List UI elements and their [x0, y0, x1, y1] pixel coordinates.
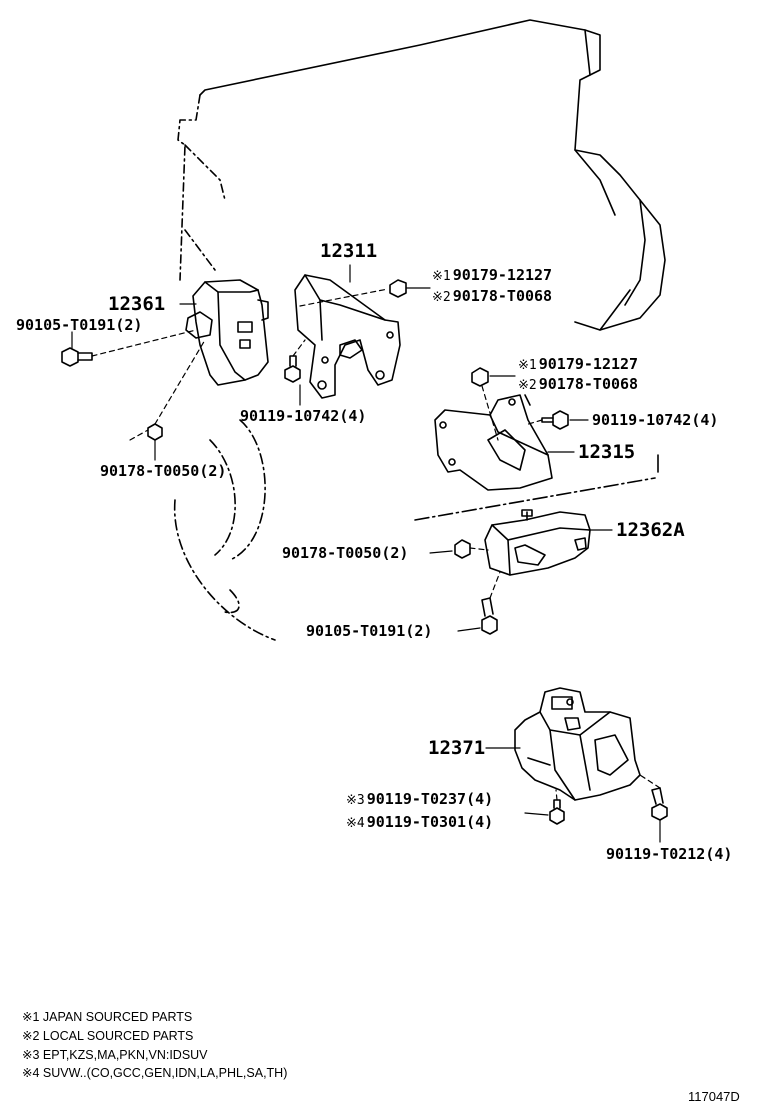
part-label-12361: 12361 [108, 293, 166, 315]
bolt-c [541, 410, 569, 430]
transmission-outline [173, 419, 276, 641]
engine-outline [177, 19, 666, 331]
fastener-label-4: 90119-10742(4) [240, 407, 367, 425]
fastener-label-9: 90178-T0050(2) [282, 544, 409, 562]
bolt-f [651, 787, 668, 821]
bolt-b [284, 355, 301, 383]
engine-mount-12371 [514, 687, 641, 801]
bolt-a [61, 347, 93, 367]
fastener-label-3: 90105-T0191(2) [16, 316, 143, 334]
bolt-d [481, 597, 498, 635]
bolt-e [549, 799, 565, 825]
assembly-lines [91, 288, 661, 801]
footnote-3: ※3 EPT,KZS,MA,PKN,VN:IDSUV [22, 1048, 208, 1062]
leader-lines [71, 264, 661, 843]
part-label-12315: 12315 [578, 441, 636, 463]
footnote-4: ※4 SUVW..(CO,GCC,GEN,IDN,LA,PHL,SA,TH) [22, 1066, 288, 1080]
footnote-1: ※1 JAPAN SOURCED PARTS [22, 1010, 193, 1024]
engine-mount-12362a [484, 509, 591, 576]
diagram-id: 117047D [688, 1089, 740, 1104]
part-label-12371: 12371 [428, 737, 486, 759]
nut-b [147, 423, 163, 441]
nut-d [454, 539, 471, 559]
engine-mount-12361 [185, 279, 269, 386]
fastener-label-8: 90119-10742(4) [592, 411, 719, 429]
part-label-12311: 12311 [320, 240, 378, 262]
bracket-12315 [434, 394, 553, 491]
fastener-label-5: 90178-T0050(2) [100, 462, 227, 480]
nut-c [471, 367, 489, 387]
part-label-12362a: 12362A [616, 519, 685, 541]
footnote-2: ※2 LOCAL SOURCED PARTS [22, 1029, 194, 1043]
fastener-label-10: 90105-T0191(2) [306, 622, 433, 640]
bracket-12311 [294, 274, 401, 399]
fastener-label-13: 90119-T0212(4) [606, 845, 733, 863]
nut-a [389, 279, 407, 298]
crossmember-outline [414, 454, 659, 521]
